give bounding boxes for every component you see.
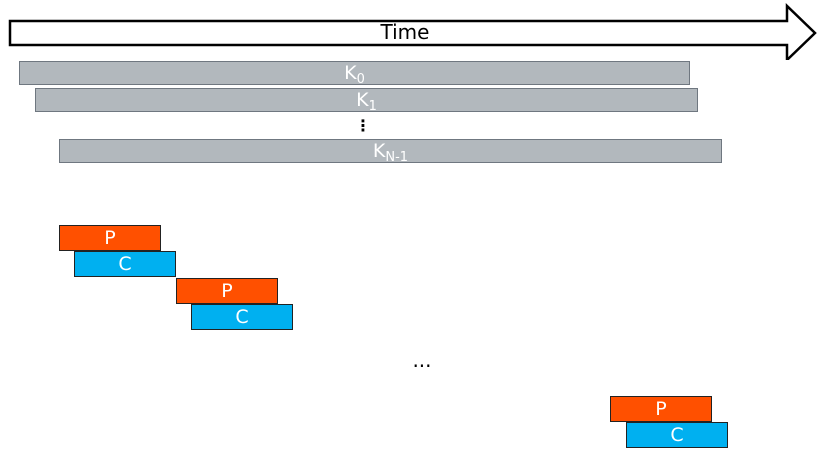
- kernel-kn-1-subscript: N-1: [385, 150, 409, 165]
- consumer-box-last: C: [626, 422, 728, 448]
- consumer-box-2: C: [191, 304, 293, 330]
- time-arrow-shape: [8, 3, 817, 60]
- kernel-kn-1-letter: K: [372, 140, 386, 162]
- kernel-k0-letter: K: [344, 62, 357, 84]
- producer-box-2: P: [176, 278, 278, 304]
- producer-box-last: P: [610, 396, 712, 422]
- kernel-k1-letter: K: [356, 89, 369, 111]
- kernel-bar-k0: K0: [19, 61, 690, 87]
- kernel-bar-k1: K1: [35, 88, 698, 114]
- kernel-bar-kn-1: KN-1: [59, 139, 722, 165]
- consumer-box-1: C: [74, 251, 176, 277]
- kernel-k1-subscript: 1: [368, 99, 377, 114]
- time-arrow: [8, 3, 817, 60]
- time-label: Time: [380, 20, 430, 44]
- pair-ellipsis: ...: [412, 348, 432, 372]
- kernel-k0-subscript: 0: [356, 72, 365, 87]
- kernel-ellipsis: ⋮: [355, 116, 371, 135]
- producer-box-1: P: [59, 225, 161, 251]
